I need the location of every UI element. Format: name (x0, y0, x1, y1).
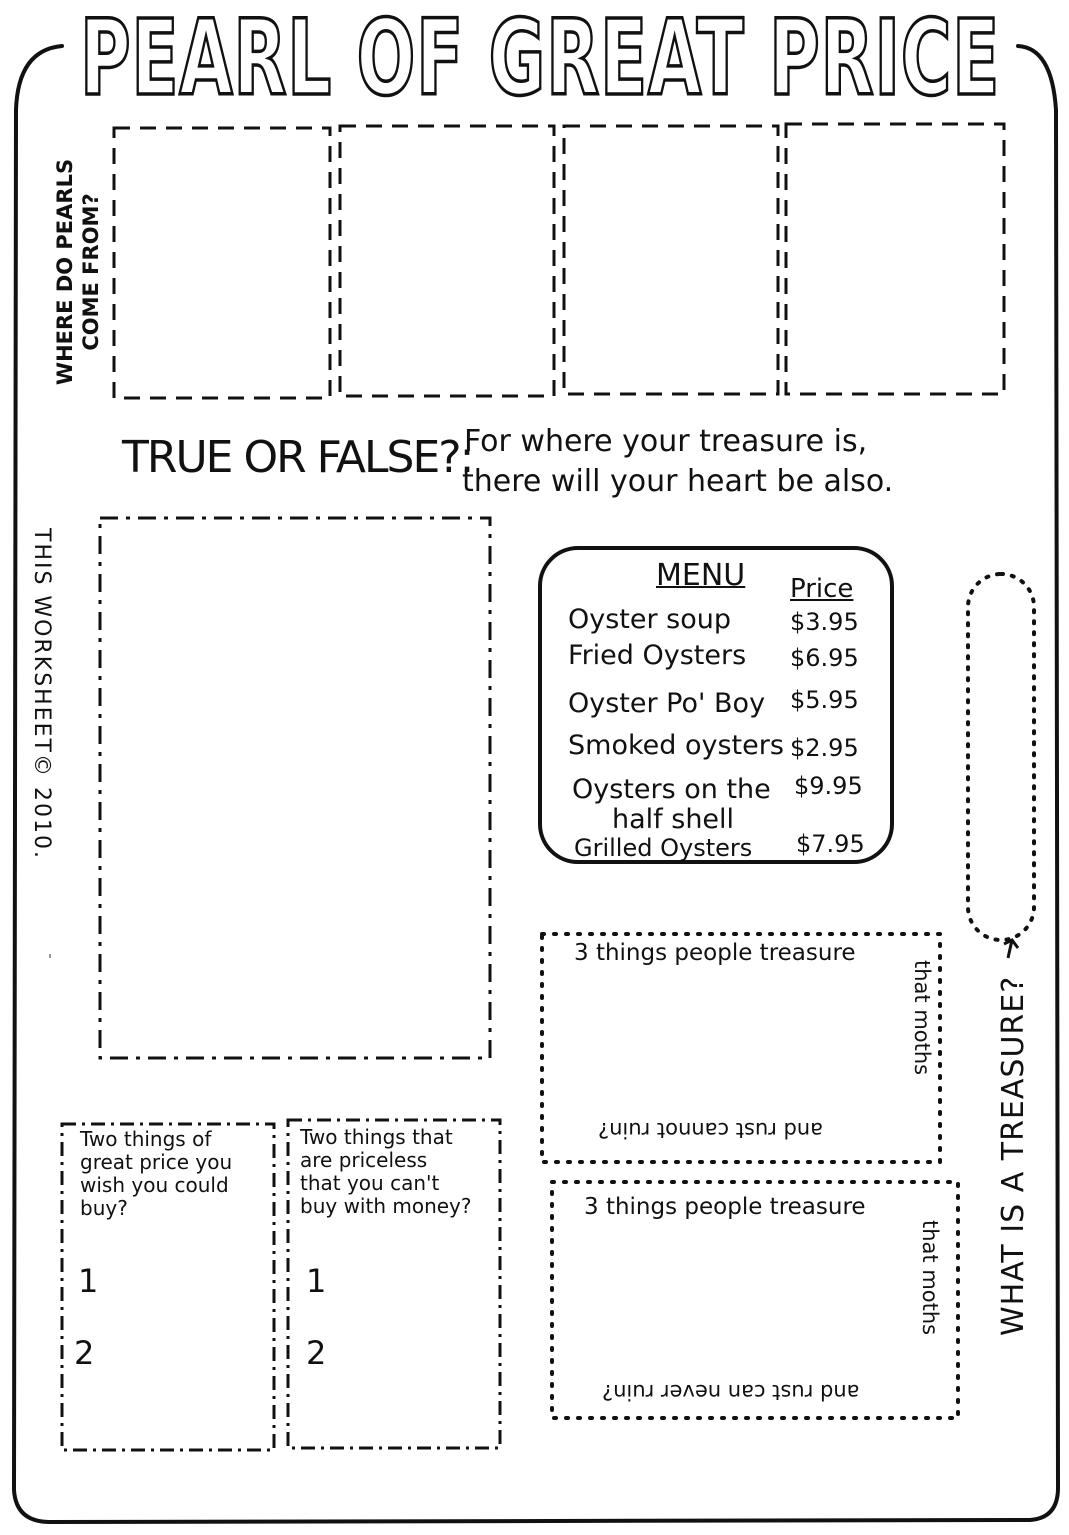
pearl-box-1 (112, 126, 332, 400)
priceless-line: that you can't (300, 1171, 440, 1195)
treasure-box-1-top: 3 things people treasure (574, 940, 856, 966)
true-false-line2: there will your heart be also. (462, 464, 894, 499)
great-price-line: buy? (80, 1196, 128, 1220)
true-false-label: TRUE OR FALSE?: (122, 432, 474, 483)
priceless-number-1: 1 (306, 1262, 327, 1300)
true-false-line1: For where your treasure is, (464, 424, 868, 459)
great-price-number-1: 1 (78, 1262, 99, 1300)
great-price-line: Two things of (80, 1127, 212, 1151)
pearl-box-4 (784, 122, 1006, 396)
outer-border (11, 44, 1061, 1525)
pearl-box-3 (562, 124, 780, 396)
menu-item-price: $3.95 (790, 608, 859, 636)
priceless-number-2: 2 (306, 1334, 327, 1372)
menu-item-price: $7.95 (796, 830, 865, 858)
menu-item-price: $9.95 (794, 772, 863, 800)
pearl-box-2 (338, 124, 556, 398)
pearls-label-line2: COME FROM? (79, 193, 103, 351)
menu-item-price: $6.95 (790, 644, 859, 672)
great-price-number-2: 2 (74, 1334, 95, 1372)
menu-title: MENU (656, 558, 746, 593)
page-title: PEARL OF GREAT PRICE (78, 8, 1001, 108)
menu-item-name: Smoked oysters (568, 730, 784, 761)
copyright-note: THIS WORKSHEET© 2010. (29, 528, 54, 860)
treasure-box-2-bottom: and rust can never ruin? (602, 1380, 860, 1404)
menu-item-name: Grilled Oysters (574, 834, 753, 862)
menu-item-name: Oyster Po' Boy (568, 688, 766, 719)
treasure-box-1-right: that moths (910, 960, 934, 1076)
treasure-arrow (1003, 938, 1020, 959)
treasure-box-2-top: 3 things people treasure (584, 1194, 866, 1220)
menu-item-name: Oysters on the (572, 774, 771, 805)
priceless-line: are priceless (300, 1148, 428, 1172)
pearls-question: WHERE DO PEARLS COME FROM? (52, 152, 104, 392)
great-price-prompt: Two things of great price you wish you c… (80, 1128, 232, 1220)
what-is-treasure-label: WHAT IS A TREASURE? (996, 975, 1031, 1336)
menu-item-name: Fried Oysters (568, 640, 747, 671)
priceless-prompt: Two things that are priceless that you c… (300, 1126, 472, 1218)
great-price-line: great price you (80, 1150, 233, 1174)
menu-item-price: $2.95 (790, 734, 859, 762)
menu-item-price: $5.95 (790, 686, 859, 714)
treasure-box-2-right: that moths (918, 1220, 942, 1336)
great-price-line: wish you could (80, 1173, 229, 1197)
treasure-capsule (966, 572, 1036, 942)
pearls-label-line1: WHERE DO PEARLS (53, 158, 77, 386)
priceless-line: buy with money? (300, 1194, 472, 1218)
title-text: PEARL OF GREAT PRICE (80, 8, 1000, 108)
menu-price-header: Price (790, 574, 854, 604)
menu-item-name: Oyster soup (568, 604, 732, 635)
menu-item-name-line2: half shell (612, 804, 735, 835)
treasure-box-1-bottom: and rust cannot ruin? (598, 1118, 824, 1142)
priceless-line: Two things that (300, 1125, 453, 1149)
drawing-box (98, 516, 492, 1060)
